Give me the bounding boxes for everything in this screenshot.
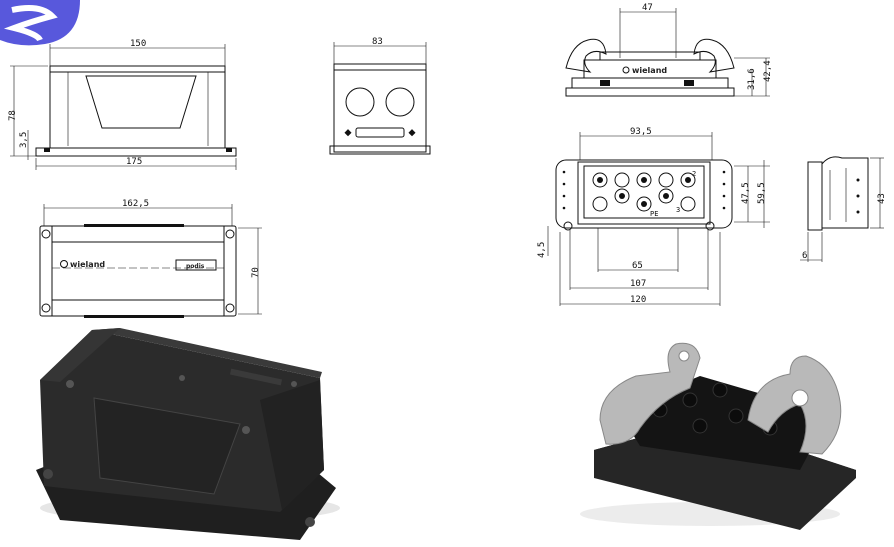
dim-side-height: 78 xyxy=(8,110,18,121)
hood-photo xyxy=(580,342,856,530)
contact-label-3: 3 xyxy=(676,206,680,214)
dim-hood-inner-width: 93,5 xyxy=(630,127,652,137)
dim-hood-height-upper: 42,4 xyxy=(763,60,773,82)
corner-logo-icon xyxy=(0,0,80,46)
dim-hood-base: 107 xyxy=(630,279,646,289)
contact-label-2: 2 xyxy=(692,170,696,178)
dim-top-width: 70 xyxy=(251,267,261,278)
top-view-drawing: 162,5 wieland podis 70 xyxy=(39,199,262,318)
top-view-brand: wieland xyxy=(70,260,105,269)
dim-side-width: 150 xyxy=(130,39,146,49)
dim-hood-clip-spacing: 47 xyxy=(642,3,653,13)
dim-hood-height-lower: 31,6 xyxy=(747,68,757,90)
dim-hood-height-outer: 59,5 xyxy=(757,182,767,204)
dim-hood-end-foot: 6 xyxy=(802,251,807,261)
housing-photo xyxy=(36,328,340,540)
hood-end-view-drawing: 43 6 xyxy=(800,156,887,262)
dim-top-length: 162,5 xyxy=(122,199,149,209)
hood-side-view-drawing: 47 wieland 31,6 42,4 xyxy=(565,3,773,97)
dim-hood-offset: 4,5 xyxy=(537,242,547,258)
dim-hood-height-inner: 47,5 xyxy=(741,182,751,204)
dim-side-base: 175 xyxy=(126,157,142,167)
end-view-drawing: 83 xyxy=(329,37,431,155)
top-view-label-tag: podis xyxy=(186,263,205,270)
dim-side-flange: 3,5 xyxy=(19,132,29,148)
dim-end-width: 83 xyxy=(372,37,383,47)
hood-side-brand: wieland xyxy=(632,66,667,75)
side-view-drawing: 150 175 78 3,5 xyxy=(8,39,237,170)
dim-hood-end-height: 43 xyxy=(877,193,887,204)
contact-label-pe: PE xyxy=(650,210,658,218)
hood-top-view-drawing: 93,5 2 PE 3 47,5 59,5 4,5 xyxy=(537,127,770,306)
dim-hood-overall: 120 xyxy=(630,295,646,305)
dim-hood-spacing: 65 xyxy=(632,261,643,271)
